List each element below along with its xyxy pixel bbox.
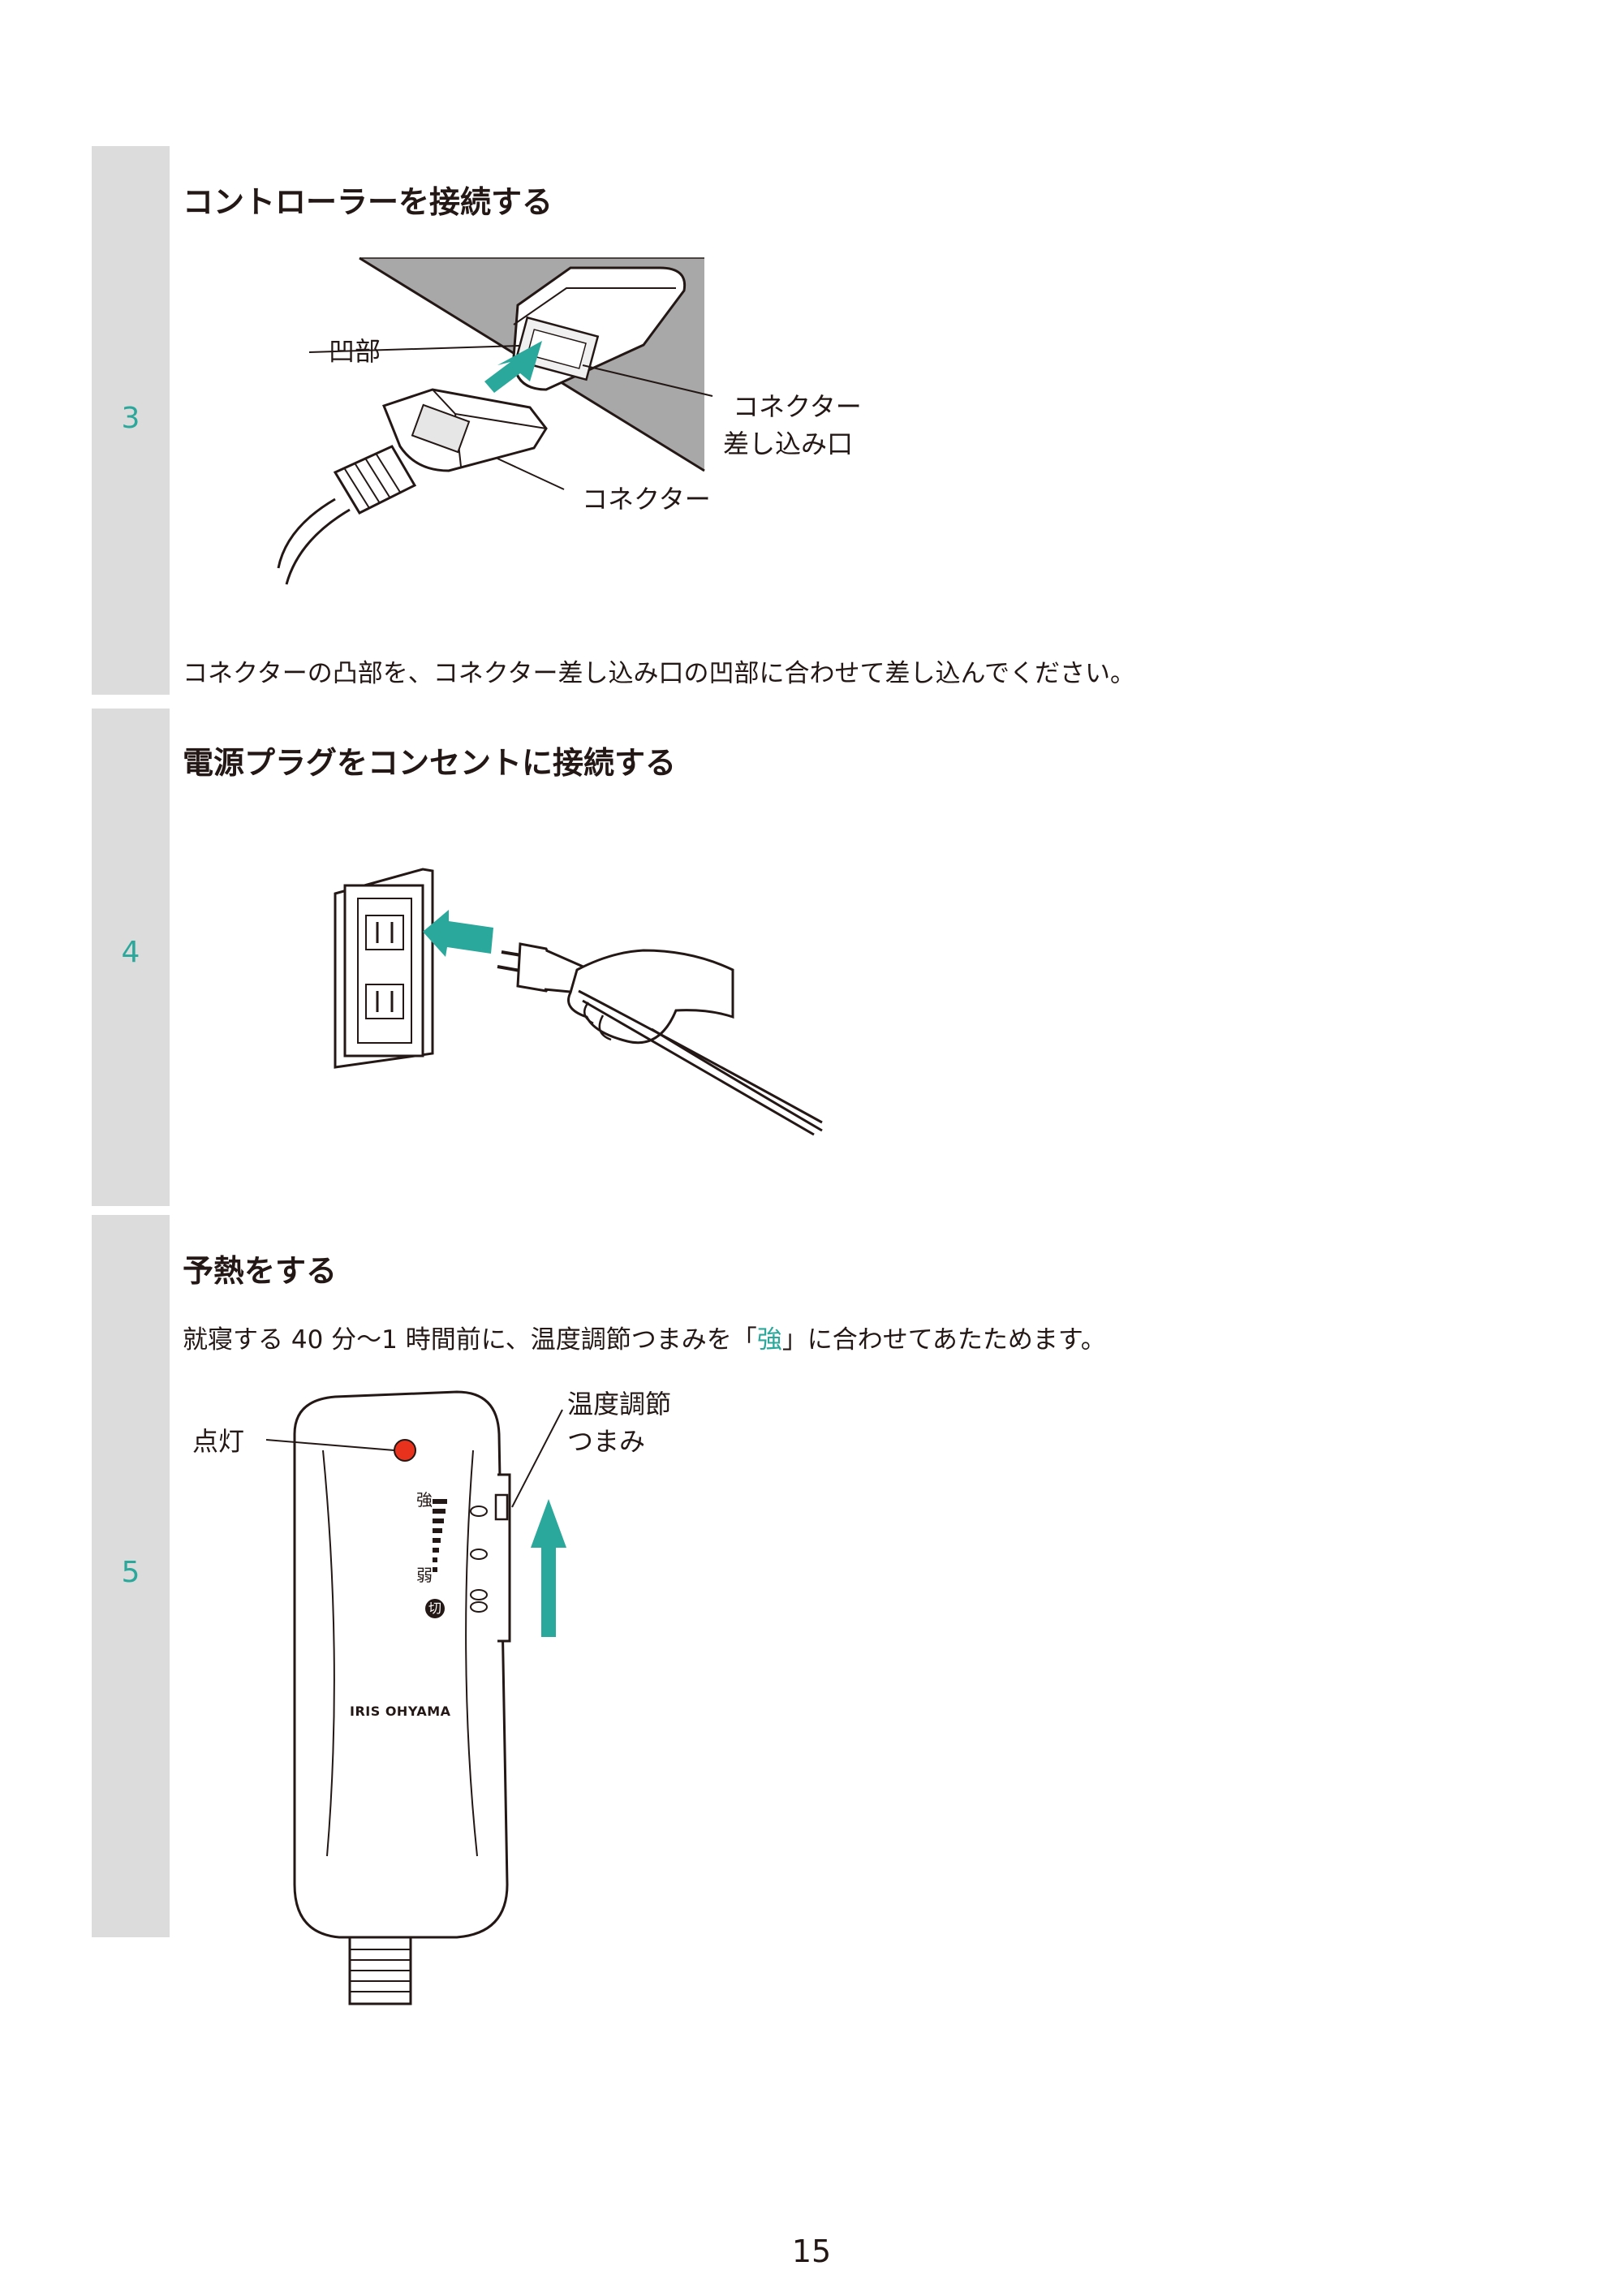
hand-icon [567,949,734,1045]
knob-callout-line1: 温度調節 [567,1389,672,1419]
brand-logo: IRIS OHYAMA [350,1704,451,1719]
step-3: 3 コントローラーを接続する [92,146,1552,695]
instruction-highlight: 強 [756,1325,782,1355]
insert-arrow-icon [423,910,493,957]
step-bar [92,146,170,695]
recess-callout: 凹部 [329,336,381,367]
instruction-part: 就寝する 40 分～1 時間前に、温度調節つまみを「 [183,1325,757,1355]
controller-illustration [265,1390,566,2005]
inlet-callout-line2: 差し込み口 [723,429,854,459]
instruction-part: 」に合わせてあたためます。 [781,1325,1106,1355]
connector-inlet-icon [512,266,687,391]
lamp-callout: 点灯 [192,1426,245,1457]
lamp-icon [394,1439,416,1462]
controller-body-icon [293,1390,511,2005]
connector-callout: コネクター [582,484,711,515]
connector-illustration [277,256,713,585]
step-4: 4 電源プラグをコンセントに接続する [92,709,1552,1206]
weak-label: 弱 [416,1566,433,1585]
step-number: 4 [121,936,140,969]
strong-label: 強 [416,1490,433,1510]
step-title: コントローラーを接続する [183,184,553,220]
wall-outlet-icon [334,868,434,1069]
step-5: 5 予熱をする 就寝する 40 分～1 時間前に、温度調節つまみを「強」に合わせ… [92,1215,1552,2005]
connector-plug-icon [277,388,548,585]
step-number: 5 [121,1556,140,1589]
step-title: 予熱をする [183,1253,338,1289]
step-title: 電源プラグをコンセントに接続する [183,745,677,781]
up-arrow-icon [531,1499,566,1637]
inlet-callout-line1: コネクター [733,391,862,422]
knob-callout-line2: つまみ [567,1426,646,1457]
step-instruction: 就寝する 40 分～1 時間前に、温度調節つまみを「強」に合わせてあたためます。 [183,1319,1106,1355]
step-bar [92,1215,170,1937]
page-number: 15 [791,2234,832,2269]
outlet-illustration [334,868,823,1136]
step-bar [92,709,170,1206]
insert-arrow-icon [484,341,542,393]
step-number: 3 [121,402,140,435]
off-label: 切 [428,1600,441,1616]
power-cord-icon [578,989,823,1136]
step-instruction: コネクターの凸部を、コネクター差し込み口の凹部に合わせて差し込んでください。 [183,659,1135,688]
